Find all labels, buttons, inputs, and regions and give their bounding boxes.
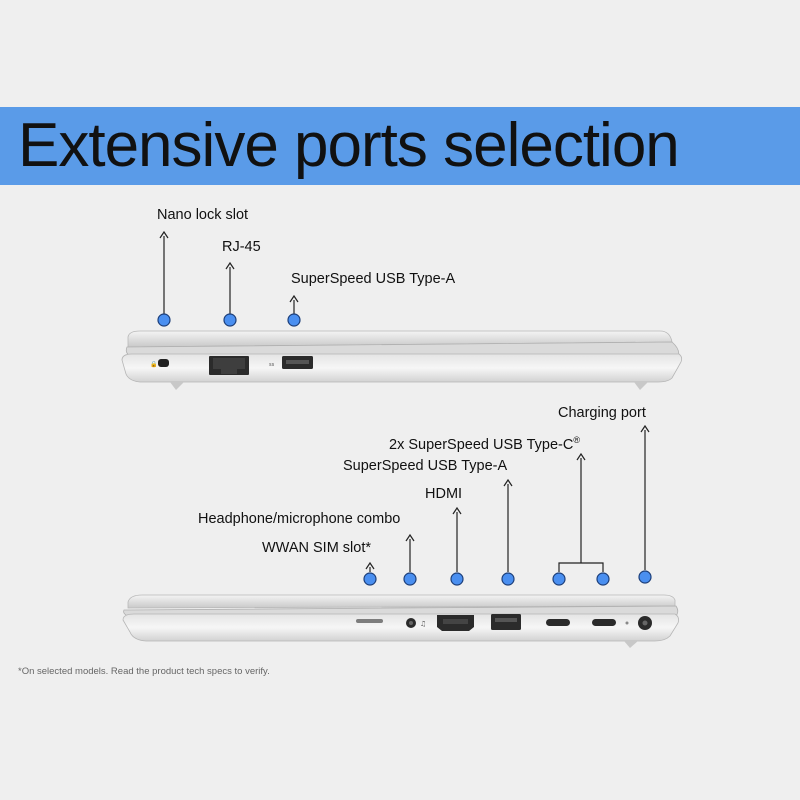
laptop-right-side: ♫ (122, 594, 679, 648)
label-usb-type-a-bottom: SuperSpeed USB Type-A (343, 458, 508, 474)
top-callouts (157, 230, 301, 327)
svg-text:ss: ss (269, 362, 275, 368)
laptop-left-side: 🔒 ss (121, 330, 683, 390)
registered-mark: ® (573, 435, 580, 445)
label-rj45: RJ-45 (222, 239, 261, 255)
label-charging-port: Charging port (558, 405, 646, 421)
title-banner: Extensive ports selection (0, 107, 800, 185)
svg-text:♫: ♫ (420, 620, 426, 628)
footnote: *On selected models. Read the product te… (18, 666, 270, 677)
bottom-callouts (363, 424, 652, 586)
page-title: Extensive ports selection (18, 111, 680, 180)
label-usb-type-c: 2x SuperSpeed USB Type-C® (389, 431, 580, 454)
label-usb-type-a-top: SuperSpeed USB Type-A (291, 271, 456, 287)
label-headphone-combo: Headphone/microphone combo (198, 511, 401, 527)
label-usb-type-c-text: 2x SuperSpeed USB Type-C (389, 436, 574, 453)
label-nano-lock-slot: Nano lock slot (157, 207, 249, 223)
label-hdmi: HDMI (425, 486, 463, 502)
svg-text:🔒: 🔒 (150, 360, 157, 368)
label-wwan-sim: WWAN SIM slot* (262, 540, 372, 556)
